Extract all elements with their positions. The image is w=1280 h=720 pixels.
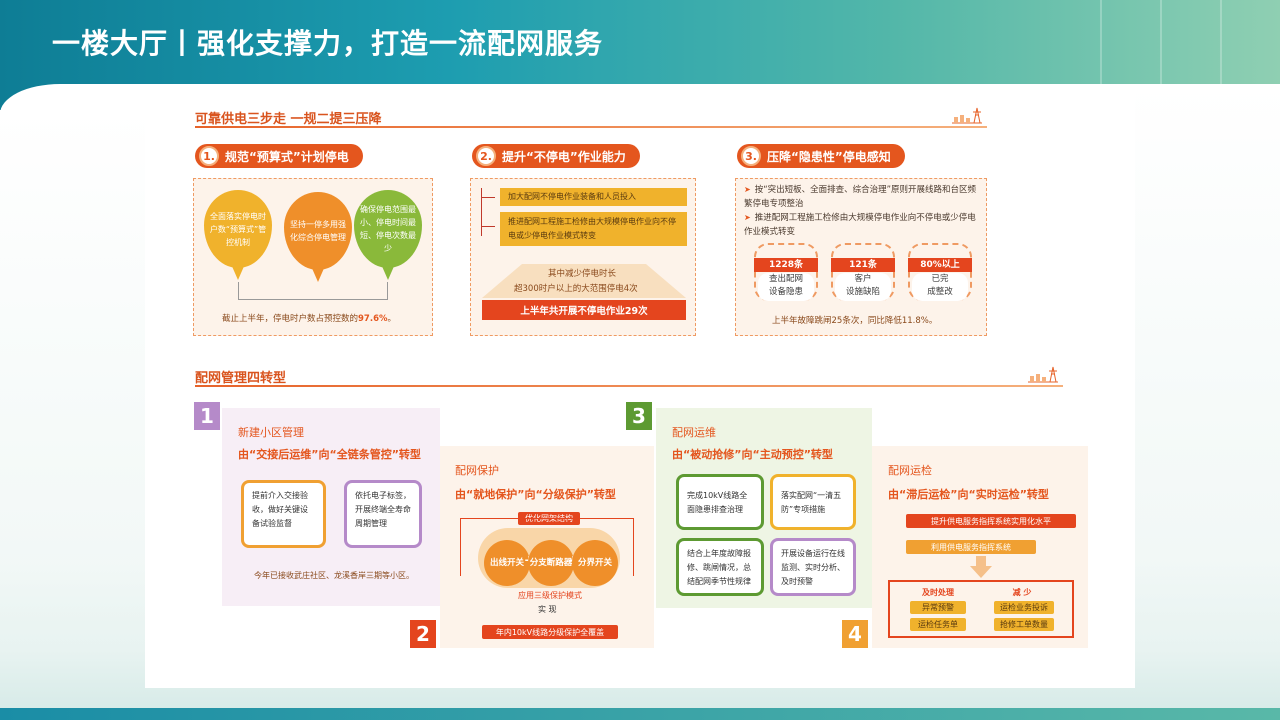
section1-title: 可靠供电三步走 一规二提三压降 (195, 112, 382, 127)
transform-4-left-item-1: 异常预警 (910, 601, 966, 614)
col1-label: 规范“预算式”计划停电 (225, 149, 349, 164)
col2-label: 提升“不停电”作业能力 (502, 149, 626, 164)
transform-4-badge: 4 (842, 620, 868, 648)
page-title: 一楼大厅丨强化支撑力，打造一流配网服务 (52, 27, 604, 60)
transform-2-badge: 2 (410, 620, 436, 648)
col3-box (735, 178, 987, 336)
transform-2-realize: 实 现 (538, 605, 557, 614)
transform-4-right-item-2: 抢修工单数量 (994, 618, 1054, 631)
transform-4-subtitle: 由“滞后运检”向“实时运检”转型 (888, 488, 1049, 501)
arrow-icon: ➤ (744, 185, 751, 194)
col2-trap-line2: 超300时户以上的大范围停电4次 (514, 284, 638, 294)
transform-2-title: 配网保护 (455, 464, 499, 477)
stat-desc-3: 已完成整改 (912, 273, 968, 301)
stat-desc-2: 客户设施缺陷 (835, 273, 891, 301)
col2-bar-1: 加大配网不停电作业装备和人员投入 (500, 188, 687, 206)
col2-pill: 2. 提升“不停电”作业能力 (472, 144, 640, 168)
power-tower-icon (1028, 366, 1058, 383)
transform-1-box-1: 提前介入交接验收，做好关键设备试验监督 (241, 480, 326, 548)
col1-drop-2: 坚持一停多用强化综合停电管理 (284, 192, 352, 282)
transform-3-subtitle: 由“被动抢修”向“主动预控”转型 (672, 448, 833, 461)
transform-3-badge: 3 (626, 402, 652, 430)
section1-divider (195, 126, 987, 128)
footer-bar (0, 708, 1280, 720)
transform-3-box-4: 开展设备运行在线监测、实时分析、及时预警 (770, 538, 856, 596)
transform-1-subtitle: 由“交接后运维”向“全链条管控”转型 (238, 448, 421, 461)
col2-trapezoid (482, 264, 686, 298)
transform-4-left-head: 及时处理 (922, 587, 954, 597)
transform-4-bar-2: 利用供电服务指挥系统 (906, 540, 1036, 554)
stat-value-1: 1228条 (754, 258, 818, 272)
arrow-down-icon (970, 556, 992, 578)
col1-pill: 1. 规范“预算式”计划停电 (195, 144, 363, 168)
transform-2-subtitle: 由“就地保护”向“分级保护”转型 (455, 488, 616, 501)
col3-number: 3. (741, 146, 761, 166)
col1-note: 截止上半年，停电时户数占预控数的97.6%。 (222, 314, 397, 324)
transform-4-left-item-2: 运检任务单 (910, 618, 966, 631)
transform-2-circle-3: 分界开关 (572, 540, 618, 586)
col3-note: 上半年故障跳闸25条次，同比降低11.8%。 (772, 316, 938, 326)
transform-3-box-1: 完成10kV线路全面隐患排查治理 (676, 474, 764, 530)
transform-2-circle-2: 分支断路器 (528, 540, 574, 586)
arrow-icon: ➤ (744, 213, 751, 222)
transform-3-box-2: 落实配网“一清五防”专项措施 (770, 474, 856, 530)
transform-2-mode: 应用三级保护模式 (518, 591, 582, 600)
transform-3-title: 配网运维 (672, 426, 716, 439)
transform-1-badge: 1 (194, 402, 220, 430)
transform-4-right-head: 减 少 (1012, 587, 1032, 597)
transform-4-bar-1: 提升供电服务指挥系统实用化水平 (906, 514, 1076, 528)
col2-bar-2: 推进配网工程施工检修由大规模停电作业向不停电或少停电作业模式转变 (500, 212, 687, 246)
col1-drop-1: 全面落实停电时户数“预算式”管控机制 (204, 190, 272, 280)
section2-title: 配网管理四转型 (195, 371, 287, 386)
transform-1-note: 今年已接收武庄社区、龙溪香岸三期等小区。 (254, 571, 414, 580)
stat-value-2: 121条 (831, 258, 895, 272)
transform-2-bottom-chip: 年内10kV线路分级保护全覆盖 (482, 625, 618, 639)
col2-number: 2. (476, 146, 496, 166)
col3-pill: 3. 压降“隐患性”停电感知 (737, 144, 905, 168)
col3-label: 压降“隐患性”停电感知 (767, 149, 891, 164)
col3-bullet-2: ➤推进配网工程施工检修由大规模停电作业向不停电或少停电作业模式转变 (744, 213, 976, 237)
stat-value-3: 80%以上 (908, 258, 972, 272)
transform-2-circle-1: 出线开关 (484, 540, 530, 586)
stat-desc-1: 查出配网设备隐患 (758, 273, 814, 301)
col1-number: 1. (199, 146, 219, 166)
col1-drop-3: 确保停电范围最小、停电时间最短、停电次数最少 (354, 190, 422, 280)
transform-4-title: 配网运检 (888, 464, 932, 477)
col2-red-bar: 上半年共开展不停电作业29次 (482, 300, 686, 320)
col1-bracket (238, 282, 388, 300)
transform-1-title: 新建小区管理 (238, 426, 304, 439)
power-tower-icon (952, 107, 982, 124)
section2-divider (195, 385, 1063, 387)
transform-1-box-2: 依托电子标签，开展终端全寿命周期管理 (344, 480, 422, 548)
transform-3-box-3: 结合上年度故障报修、跳闸情况，总结配网季节性规律 (676, 538, 764, 596)
col3-bullet-1: ➤按“突出短板、全面排查、综合治理”原则开展线路和台区频繁停电专项整治 (744, 185, 977, 209)
transform-4-right-item-1: 运检业务投诉 (994, 601, 1054, 614)
col2-trap-line1: 其中减少停电时长 (548, 269, 617, 279)
